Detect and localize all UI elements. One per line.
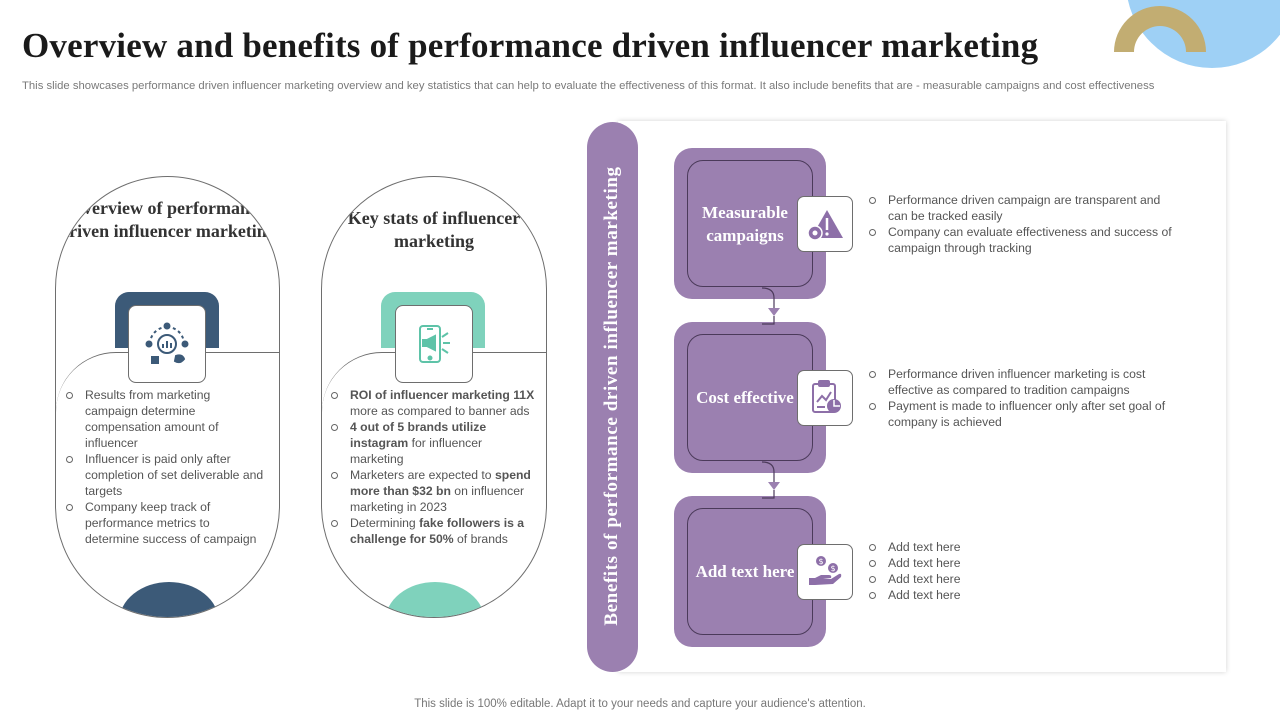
page-title: Overview and benefits of performance dri… (22, 26, 1039, 65)
list-item: Add text here (869, 571, 1179, 587)
hand-money-icon: $ $ (809, 556, 842, 585)
list-item: Marketers are expected to spend more tha… (331, 467, 536, 515)
list-item: Add text here (869, 555, 1179, 571)
key-stats-heading: Key stats of influencer marketing (347, 208, 521, 251)
benefit-icon-box (797, 196, 853, 252)
key-stats-bullets: ROI of influencer marketing 11X more as … (331, 387, 536, 547)
list-item: Company keep track of performance metric… (66, 499, 266, 547)
list-item: Add text here (869, 587, 1179, 603)
overview-heading: Overview of performance driven influence… (59, 198, 276, 241)
benefits-vertical-bar (587, 122, 638, 672)
list-item: Company can evaluate effectiveness and s… (869, 224, 1179, 256)
benefit-title: Measurable campaigns (687, 160, 813, 287)
connector-arrow (761, 461, 780, 499)
key-stats-card: Key stats of influencer marketing (321, 176, 547, 618)
benefit-bullets-add-text: Add text here Add text here Add text her… (869, 539, 1179, 603)
list-item: Add text here (869, 539, 1179, 555)
benefit-bullets-cost: Performance driven influencer marketing … (869, 366, 1179, 430)
list-item: Performance driven campaign are transpar… (869, 192, 1179, 224)
list-item: Performance driven influencer marketing … (869, 366, 1179, 398)
overview-bullets: Results from marketing campaign determin… (66, 387, 266, 547)
list-item: ROI of influencer marketing 11X more as … (331, 387, 536, 419)
list-item: 4 out of 5 brands utilize instagram for … (331, 419, 536, 467)
benefit-bullets-measurable: Performance driven campaign are transpar… (869, 192, 1179, 256)
list-item: Determining fake followers is a challeng… (331, 515, 536, 547)
list-item: Results from marketing campaign determin… (66, 387, 266, 451)
benefit-icon-box (797, 370, 853, 426)
benefit-title: Add text here (687, 508, 813, 635)
footer-note: This slide is 100% editable. Adapt it to… (414, 698, 866, 710)
decorative-corner-shapes (1114, 0, 1280, 68)
benefits-bar-title: Benefits of performance driven influence… (601, 166, 622, 626)
page-subtitle: This slide showcases performance driven … (22, 80, 1155, 92)
report-chart-icon (812, 380, 841, 413)
network-gear-icon (145, 322, 189, 364)
list-item: Influencer is paid only after completion… (66, 451, 266, 499)
overview-icon-box (128, 305, 206, 383)
benefit-icon-box: $ $ (797, 544, 853, 600)
svg-text:$: $ (830, 564, 835, 573)
key-stats-icon-box (395, 305, 473, 383)
overview-card: Overview of performance driven influence… (55, 176, 280, 618)
phone-megaphone-icon (419, 325, 450, 363)
gear-warning-icon (807, 210, 843, 241)
list-item: Payment is made to influencer only after… (869, 398, 1179, 430)
connector-arrow (761, 287, 780, 325)
svg-text:$: $ (818, 557, 823, 566)
benefit-title: Cost effective (687, 334, 813, 461)
